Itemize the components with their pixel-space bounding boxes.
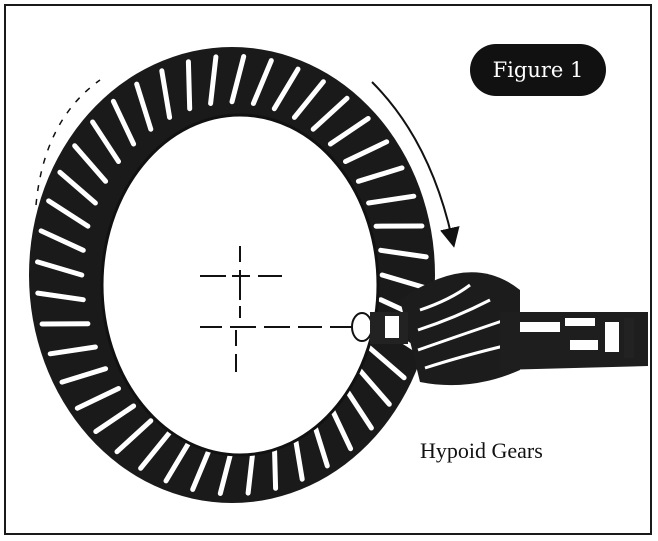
pinion-shaft xyxy=(500,312,648,370)
figure-caption: Hypoid Gears xyxy=(420,438,543,464)
gear-tooth xyxy=(188,62,189,109)
figure-badge: Figure 1 xyxy=(470,44,606,96)
